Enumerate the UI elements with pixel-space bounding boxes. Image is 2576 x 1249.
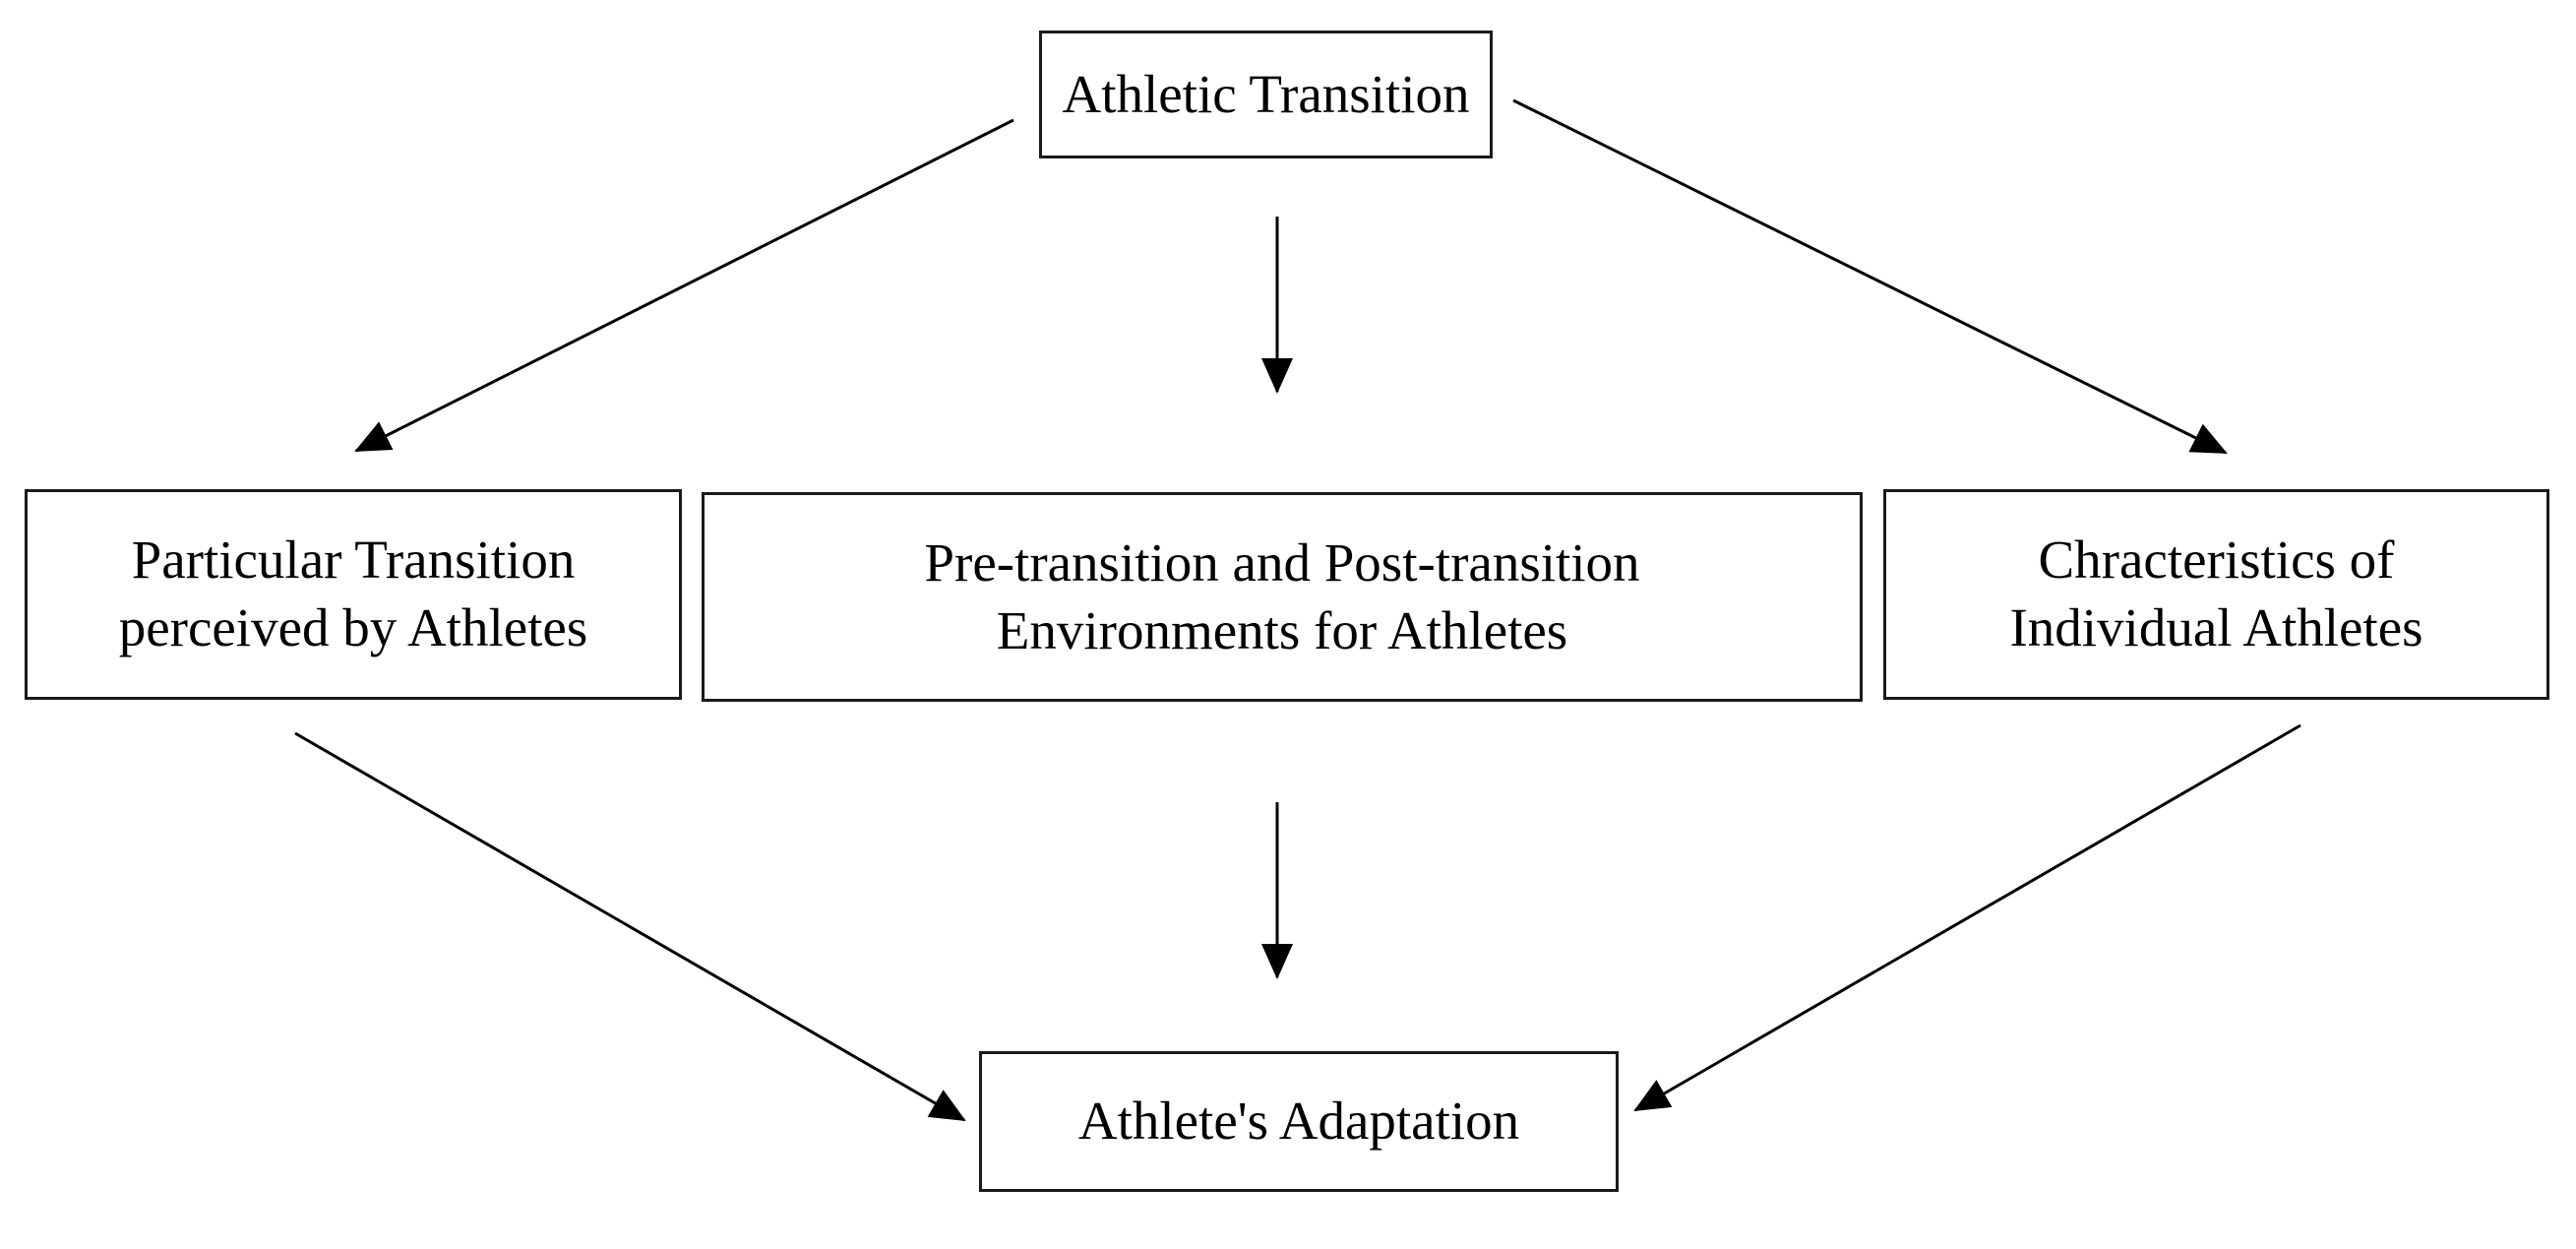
node-environments-label: Pre-transition and Post-transition Envir… (924, 531, 1640, 660)
node-individual-characteristics-label: Chracteristics of Individual Athletes (2009, 530, 2423, 657)
node-athletic-transition: Athletic Transition (1039, 31, 1493, 158)
node-athletic-transition-label: Athletic Transition (1062, 63, 1470, 124)
node-particular-transition: Particular Transition perceived by Athle… (25, 489, 682, 700)
node-environments: Pre-transition and Post-transition Envir… (702, 492, 1863, 702)
arrow-left-to-bottom (294, 731, 966, 1122)
arrow-top-to-right (1512, 98, 2228, 455)
node-athlete-adaptation-label: Athlete's Adaptation (1077, 1091, 1520, 1152)
arrow-top-to-left (354, 118, 1014, 453)
node-individual-characteristics: Chracteristics of Individual Athletes (1883, 489, 2549, 700)
arrow-right-to-bottom (1633, 723, 2301, 1112)
node-athlete-adaptation: Athlete's Adaptation (979, 1051, 1619, 1192)
node-particular-transition-label: Particular Transition perceived by Athle… (118, 530, 588, 657)
